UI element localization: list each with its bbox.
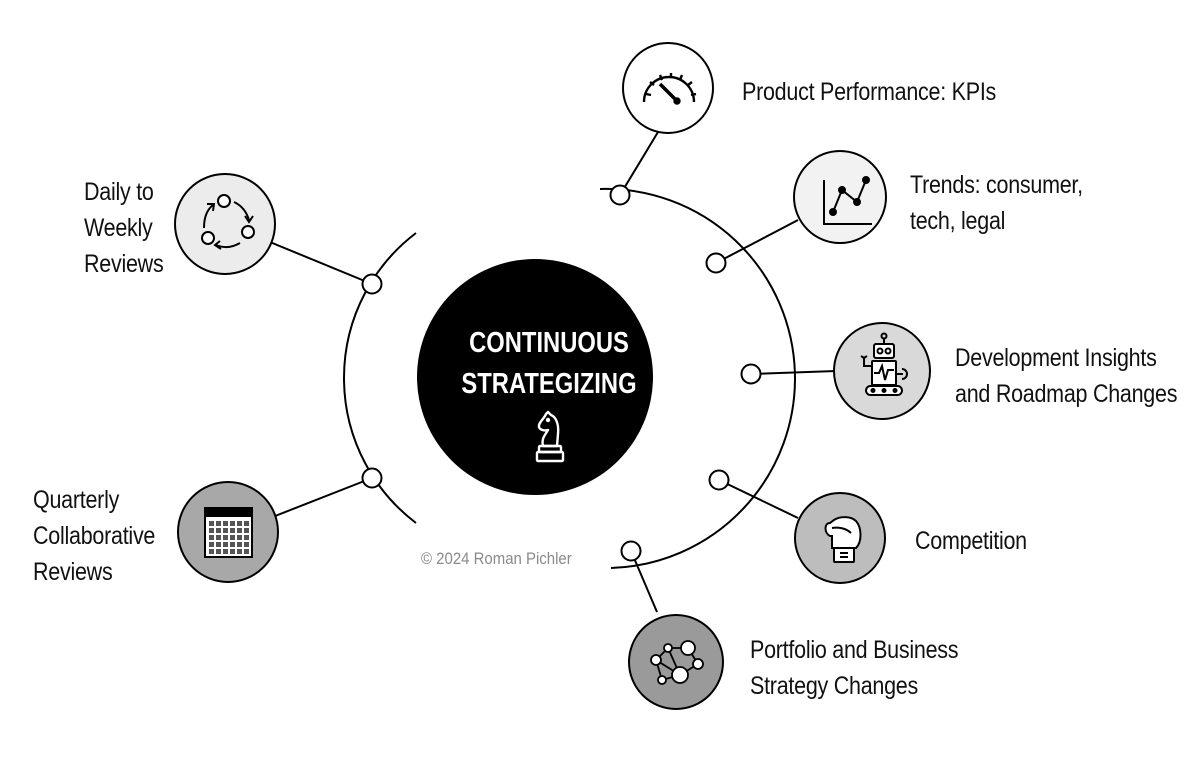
connector-competition <box>718 479 799 519</box>
label-line: Trends: consumer, <box>910 171 1083 199</box>
label-line: and Roadmap Changes <box>955 380 1178 408</box>
node-circle-product-performance <box>622 42 714 134</box>
calendar-day-cell <box>230 549 235 554</box>
line-chart-icon <box>823 176 872 225</box>
calendar-day-cell <box>237 549 242 554</box>
label-line: Strategy Changes <box>750 672 918 700</box>
label-line: Collaborative <box>33 522 156 550</box>
label-quarterly: Quarterly Collaborative Reviews <box>33 482 155 590</box>
calendar-day-cell <box>223 521 228 526</box>
dot-quarterly <box>361 467 383 489</box>
connector-development <box>750 370 837 375</box>
network-icon <box>650 640 704 685</box>
center-node: CONTINUOUS STRATEGIZING <box>417 259 653 495</box>
label-line: Daily to <box>84 178 154 206</box>
connector-product-performance <box>619 131 659 196</box>
dot-development <box>740 363 762 385</box>
calendar-day-cell <box>237 528 242 533</box>
calendar-day-cell <box>209 542 214 547</box>
calendar-day-cell <box>216 549 221 554</box>
center-circle <box>417 259 653 495</box>
calendar-day-cell <box>230 521 235 526</box>
label-line: Reviews <box>33 558 113 586</box>
boxing-glove-icon <box>824 516 862 563</box>
label-trends: Trends: consumer, tech, legal <box>910 167 1083 239</box>
calendar-day-cell <box>216 535 221 540</box>
label-line: tech, legal <box>910 207 1006 235</box>
speedometer-icon <box>642 73 697 105</box>
connector-portfolio <box>630 550 658 613</box>
connector-daily-weekly <box>264 239 373 285</box>
calendar-day-cell <box>244 542 249 547</box>
dot-competition <box>708 469 730 491</box>
node-product-performance <box>622 42 714 134</box>
chess-knight-icon <box>535 410 565 463</box>
label-line: Product Performance: KPIs <box>742 78 997 106</box>
calendar-day-cell <box>223 542 228 547</box>
calendar-day-cell <box>209 521 214 526</box>
calendar-day-cell <box>230 535 235 540</box>
connector-dots <box>361 184 762 562</box>
node-daily-weekly <box>174 173 276 275</box>
label-line: Quarterly <box>33 486 120 514</box>
calendar-day-cell <box>244 521 249 526</box>
label-line: Portfolio and Business <box>750 636 959 664</box>
node-competition <box>794 492 886 584</box>
left-orbit-arc <box>342 232 417 524</box>
calendar-day-cell <box>244 535 249 540</box>
calendar-day-cell <box>216 521 221 526</box>
label-daily-weekly: Daily to Weekly Reviews <box>84 174 164 282</box>
calendar-day-cell <box>223 535 228 540</box>
node-portfolio <box>628 614 724 710</box>
label-competition: Competition <box>915 523 1027 559</box>
robot-icon <box>860 332 908 396</box>
calendar-day-cell <box>223 528 228 533</box>
calendar-day-cell <box>216 528 221 533</box>
label-line: Weekly <box>84 214 153 242</box>
calendar-day-cell <box>237 521 242 526</box>
dot-product-performance <box>609 184 631 206</box>
connectors <box>264 131 837 613</box>
node-circle-daily-weekly <box>174 173 276 275</box>
calendar-day-cell <box>230 542 235 547</box>
dot-daily-weekly <box>361 273 383 295</box>
label-line: Competition <box>915 527 1027 555</box>
connector-trends <box>715 219 799 264</box>
calendar-icon <box>204 507 253 558</box>
calendar-day-cell <box>209 549 214 554</box>
calendar-day-cell <box>209 528 214 533</box>
label-product-performance: Product Performance: KPIs <box>742 74 996 110</box>
node-quarterly <box>177 481 279 583</box>
node-circle-portfolio <box>628 614 724 710</box>
calendar-day-cell <box>237 542 242 547</box>
center-title-line-2: STRATEGIZING <box>461 367 636 400</box>
node-development <box>833 322 931 420</box>
calendar-day-cell <box>244 549 249 554</box>
calendar-day-cell <box>244 528 249 533</box>
dot-trends <box>705 252 727 274</box>
connector-quarterly <box>269 477 373 519</box>
center-title-line-1: CONTINUOUS <box>469 326 629 359</box>
cycle-arrows-icon <box>201 194 255 250</box>
label-development: Development Insights and Roadmap Changes <box>955 340 1177 412</box>
calendar-day-cell <box>230 528 235 533</box>
calendar-day-cell <box>237 535 242 540</box>
calendar-day-cell <box>223 549 228 554</box>
calendar-day-cell <box>216 542 221 547</box>
label-portfolio: Portfolio and Business Strategy Changes <box>750 632 959 704</box>
label-line: Reviews <box>84 250 164 278</box>
dot-portfolio <box>620 540 642 562</box>
copyright-notice: © 2024 Roman Pichler <box>421 549 572 568</box>
label-line: Development Insights <box>955 344 1157 372</box>
node-trends <box>793 150 887 244</box>
calendar-day-cell <box>209 535 214 540</box>
